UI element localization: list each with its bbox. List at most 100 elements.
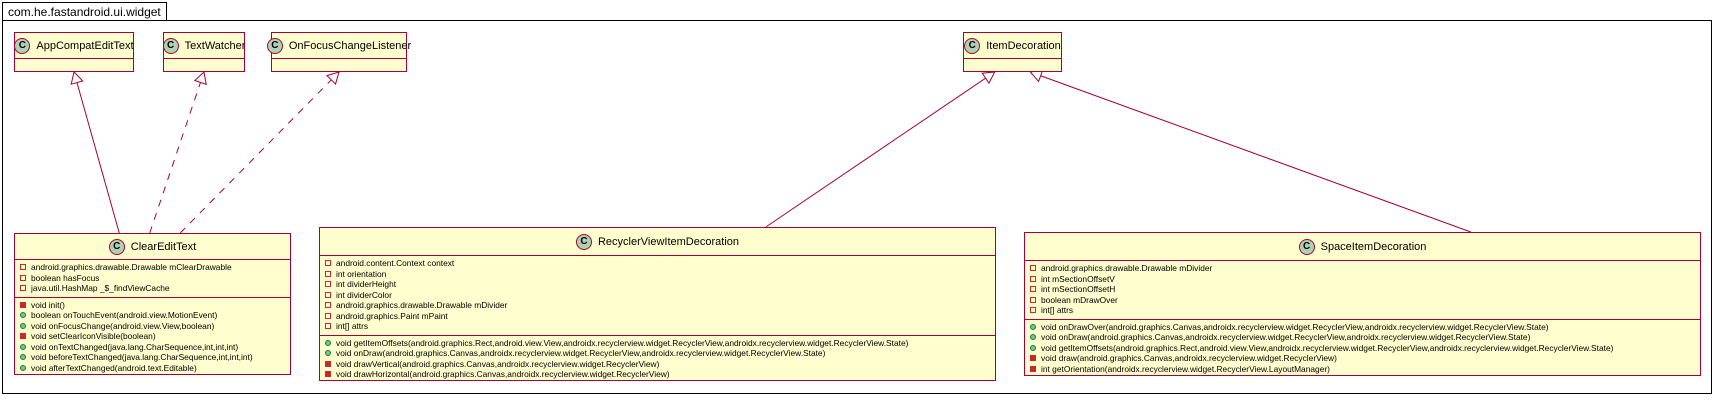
inheritance-arrowhead (70, 70, 84, 85)
private-visibility-icon (1030, 265, 1036, 272)
class-spaceitemdecoration[interactable]: C SpaceItemDecoration android.graphics.d… (1024, 232, 1701, 376)
field-row: int mSectionOffsetV (1030, 274, 1700, 285)
class-icon: C (108, 238, 125, 255)
implements-edge (149, 82, 201, 234)
private-visibility-icon (1030, 286, 1036, 293)
field-row: int[] attrs (1030, 305, 1700, 316)
package-label: com.he.fastandroid.ui.widget (2, 2, 167, 21)
field-declaration: int dividerColor (336, 289, 392, 300)
class-name: ItemDecoration (986, 39, 1061, 52)
class-name: TextWatcher (184, 39, 246, 52)
public-visibility-icon (1030, 334, 1036, 341)
public-visibility-icon (20, 364, 26, 371)
method-row: void getItemOffsets(android.graphics.Rec… (325, 338, 995, 349)
method-row: void beforeTextChanged(java.lang.CharSeq… (20, 352, 290, 363)
class-icon: C (266, 37, 283, 54)
method-row: void setClearIconVisible(boolean) (20, 331, 290, 342)
method-signature: void init() (31, 299, 65, 310)
inheritance-arrowhead (981, 71, 996, 85)
class-onfocuschangelistener[interactable]: C OnFocusChangeListener (266, 32, 411, 72)
method-row: void onTextChanged(java.lang.CharSequenc… (20, 342, 290, 353)
method-signature: void afterTextChanged(android.text.Edita… (31, 362, 197, 373)
field-row: java.util.HashMap _$_findViewCache (20, 283, 290, 294)
class-appcompatedittext[interactable]: C AppCompatEditText (14, 32, 134, 72)
class-textwatcher[interactable]: C TextWatcher (162, 32, 246, 72)
public-visibility-icon (325, 350, 331, 357)
private-visibility-icon (325, 360, 331, 367)
field-declaration: android.content.Context context (336, 258, 455, 269)
field-row: int dividerHeight (325, 279, 995, 290)
class-name: OnFocusChangeListener (288, 39, 412, 52)
field-declaration: int[] attrs (1041, 305, 1074, 316)
field-declaration: int[] attrs (336, 321, 369, 332)
private-visibility-icon (20, 285, 26, 292)
method-row: void onDraw(android.graphics.Canvas,andr… (1030, 332, 1700, 343)
private-visibility-icon (325, 312, 331, 319)
public-visibility-icon (1030, 344, 1036, 351)
extends-edge (765, 77, 986, 228)
field-declaration: boolean hasFocus (31, 272, 100, 283)
method-signature: void setClearIconVisible(boolean) (31, 331, 156, 342)
field-declaration: android.graphics.Paint mPaint (336, 310, 448, 321)
private-visibility-icon (20, 264, 26, 271)
method-signature: void beforeTextChanged(java.lang.CharSeq… (31, 352, 253, 363)
class-icon: C (162, 37, 179, 54)
private-visibility-icon (325, 371, 331, 378)
method-signature: void drawHorizontal(android.graphics.Can… (336, 369, 670, 380)
fields-section (15, 59, 133, 64)
public-visibility-icon (20, 322, 26, 329)
field-row: android.graphics.drawable.Drawable mClea… (20, 262, 290, 273)
method-signature: void drawVertical(android.graphics.Canva… (336, 358, 660, 369)
class-itemdecoration[interactable]: C ItemDecoration (963, 32, 1062, 72)
field-row: android.graphics.Paint mPaint (325, 311, 995, 322)
field-row: android.graphics.drawable.Drawable mDivi… (1030, 263, 1700, 274)
field-row: int orientation (325, 269, 995, 280)
extends-edge (76, 82, 120, 234)
private-visibility-icon (325, 260, 331, 267)
field-row: int dividerColor (325, 290, 995, 301)
private-visibility-icon (20, 274, 26, 281)
fields-section (272, 59, 406, 64)
class-clearedittext[interactable]: C ClearEditText android.graphics.drawabl… (14, 233, 291, 375)
class-icon: C (964, 37, 981, 54)
field-declaration: android.graphics.drawable.Drawable mDivi… (336, 300, 508, 311)
method-signature: boolean onTouchEvent(android.view.Motion… (31, 310, 218, 321)
method-row: void init() (20, 300, 290, 311)
field-declaration: java.util.HashMap _$_findViewCache (31, 283, 170, 294)
field-declaration: int orientation (336, 268, 387, 279)
class-icon: C (575, 233, 592, 250)
class-name: RecyclerViewItemDecoration (597, 235, 740, 248)
public-visibility-icon (20, 354, 26, 361)
field-declaration: int dividerHeight (336, 279, 397, 290)
method-signature: void getItemOffsets(android.graphics.Rec… (1041, 342, 1614, 353)
method-row: void drawHorizontal(android.graphics.Can… (325, 369, 995, 380)
private-visibility-icon (1030, 365, 1036, 372)
field-declaration: android.graphics.drawable.Drawable mDivi… (1041, 263, 1213, 274)
method-row: void drawVertical(android.graphics.Canva… (325, 359, 995, 370)
private-visibility-icon (325, 291, 331, 298)
field-declaration: int mSectionOffsetV (1041, 273, 1115, 284)
public-visibility-icon (325, 339, 331, 346)
private-visibility-icon (325, 281, 331, 288)
class-icon: C (14, 37, 31, 54)
method-row: void onDraw(android.graphics.Canvas,andr… (325, 348, 995, 359)
private-visibility-icon (1030, 296, 1036, 303)
method-row: void draw(android.graphics.Canvas,androi… (1030, 353, 1700, 364)
field-row: boolean mDrawOver (1030, 295, 1700, 306)
method-signature: void onFocusChange(android.view.View,boo… (31, 320, 215, 331)
method-signature: void onDraw(android.graphics.Canvas,andr… (336, 348, 826, 359)
package-frame (2, 20, 1712, 394)
methods-section: void onDrawOver(android.graphics.Canvas,… (1025, 320, 1700, 378)
method-row: void onFocusChange(android.view.View,boo… (20, 321, 290, 332)
method-signature: void onDrawOver(android.graphics.Canvas,… (1041, 321, 1549, 332)
class-recyclerviewitemdecoration[interactable]: C RecyclerViewItemDecoration android.con… (319, 227, 996, 381)
private-visibility-icon (1030, 355, 1036, 362)
public-visibility-icon (20, 312, 26, 319)
inheritance-arrowhead (193, 71, 207, 86)
field-declaration: android.graphics.drawable.Drawable mClea… (31, 262, 232, 273)
private-visibility-icon (1030, 307, 1036, 314)
method-signature: void onTextChanged(java.lang.CharSequenc… (31, 341, 239, 352)
fields-section: android.graphics.drawable.Drawable mDivi… (1025, 261, 1700, 320)
